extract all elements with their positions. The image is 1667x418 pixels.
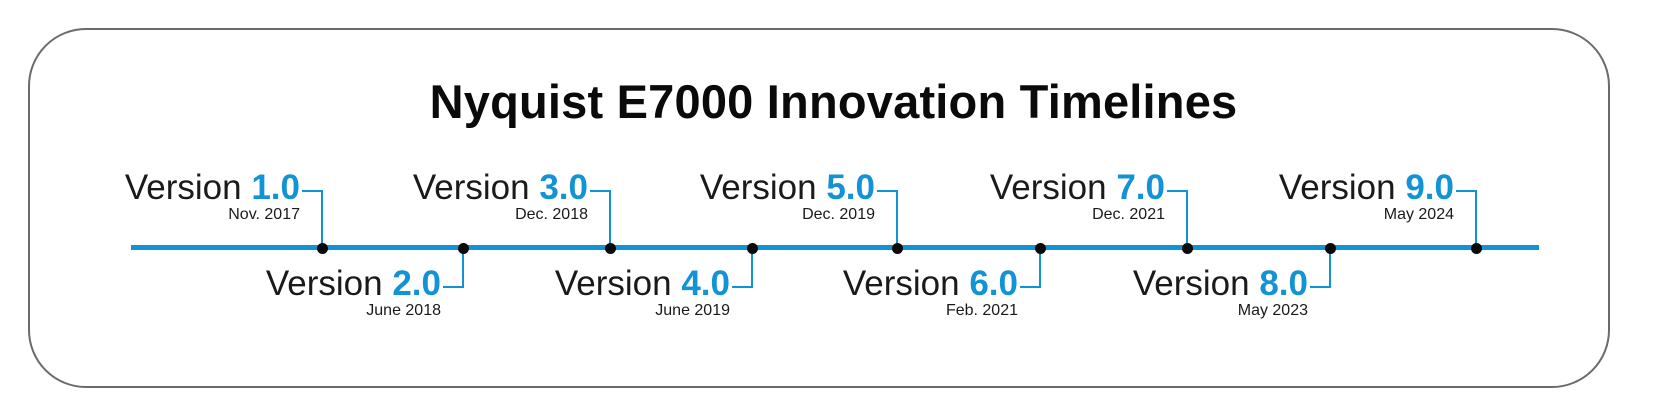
milestone-date: Nov. 2017 <box>228 206 300 223</box>
milestone-dot <box>316 242 328 254</box>
milestone-version-number: 3.0 <box>539 168 588 207</box>
milestone-date: June 2019 <box>655 302 730 319</box>
milestone-connector-hook <box>1167 190 1187 192</box>
milestone-dot <box>746 242 758 254</box>
milestone-version: Version 2.0 <box>266 266 441 302</box>
milestone-version: Version 6.0 <box>843 266 1018 302</box>
milestone-version-number: 2.0 <box>392 264 441 303</box>
milestone-version: Version 8.0 <box>1133 266 1308 302</box>
milestone-version: Version 9.0 <box>1279 170 1454 206</box>
milestone-connector-hook <box>1310 286 1330 288</box>
milestone-connector <box>321 190 323 248</box>
milestone-dot <box>1034 242 1046 254</box>
milestone-date: Dec. 2018 <box>515 206 588 223</box>
milestone-date: Dec. 2021 <box>1092 206 1165 223</box>
milestone-connector <box>1039 248 1041 288</box>
milestone-version: Version 3.0 <box>413 170 588 206</box>
milestone-connector-hook <box>302 190 322 192</box>
milestone-version-prefix: Version <box>265 264 383 303</box>
milestone-version-prefix: Version <box>842 264 960 303</box>
milestone-version-prefix: Version <box>1132 264 1250 303</box>
milestone-version-number: 7.0 <box>1116 168 1165 207</box>
page-title: Nyquist E7000 Innovation Timelines <box>429 75 1238 128</box>
milestone-date: Feb. 2021 <box>945 302 1018 319</box>
milestone-version-prefix: Version <box>989 168 1107 207</box>
milestone-connector <box>751 248 753 288</box>
milestone-version: Version 1.0 <box>125 170 300 206</box>
milestone-dot <box>604 242 616 254</box>
milestone-connector <box>1475 190 1477 248</box>
milestone-version-prefix: Version <box>412 168 530 207</box>
milestone-connector <box>1186 190 1188 248</box>
milestone-version-number: 6.0 <box>969 264 1018 303</box>
timeline-axis <box>131 245 1539 250</box>
milestone-version-number: 8.0 <box>1259 264 1308 303</box>
milestone-version: Version 7.0 <box>990 170 1165 206</box>
milestone-version-prefix: Version <box>1278 168 1396 207</box>
milestone-connector-hook <box>1020 286 1040 288</box>
milestone-version: Version 4.0 <box>555 266 730 302</box>
milestone-version-prefix: Version <box>554 264 672 303</box>
milestone-connector-hook <box>732 286 752 288</box>
milestone-connector <box>609 190 611 248</box>
milestone-version: Version 5.0 <box>700 170 875 206</box>
milestone-version-prefix: Version <box>124 168 242 207</box>
milestone-date: Dec. 2019 <box>802 206 875 223</box>
milestone-dot <box>891 242 903 254</box>
milestone-date: May 2024 <box>1383 206 1454 223</box>
milestone-connector <box>462 248 464 288</box>
milestone-dot <box>1470 242 1482 254</box>
milestone-connector-hook <box>443 286 463 288</box>
milestone-date: May 2023 <box>1237 302 1308 319</box>
milestone-connector-hook <box>590 190 610 192</box>
milestone-version-number: 4.0 <box>681 264 730 303</box>
milestone-connector-hook <box>1456 190 1476 192</box>
timeline-frame <box>28 28 1610 388</box>
milestone-version-number: 9.0 <box>1405 168 1454 207</box>
milestone-version-prefix: Version <box>699 168 817 207</box>
milestone-version-number: 5.0 <box>826 168 875 207</box>
milestone-version-number: 1.0 <box>251 168 300 207</box>
milestone-dot <box>457 242 469 254</box>
milestone-connector <box>1329 248 1331 288</box>
milestone-date: June 2018 <box>366 302 441 319</box>
milestone-connector-hook <box>877 190 897 192</box>
milestone-connector <box>896 190 898 248</box>
milestone-dot <box>1181 242 1193 254</box>
milestone-dot <box>1324 242 1336 254</box>
